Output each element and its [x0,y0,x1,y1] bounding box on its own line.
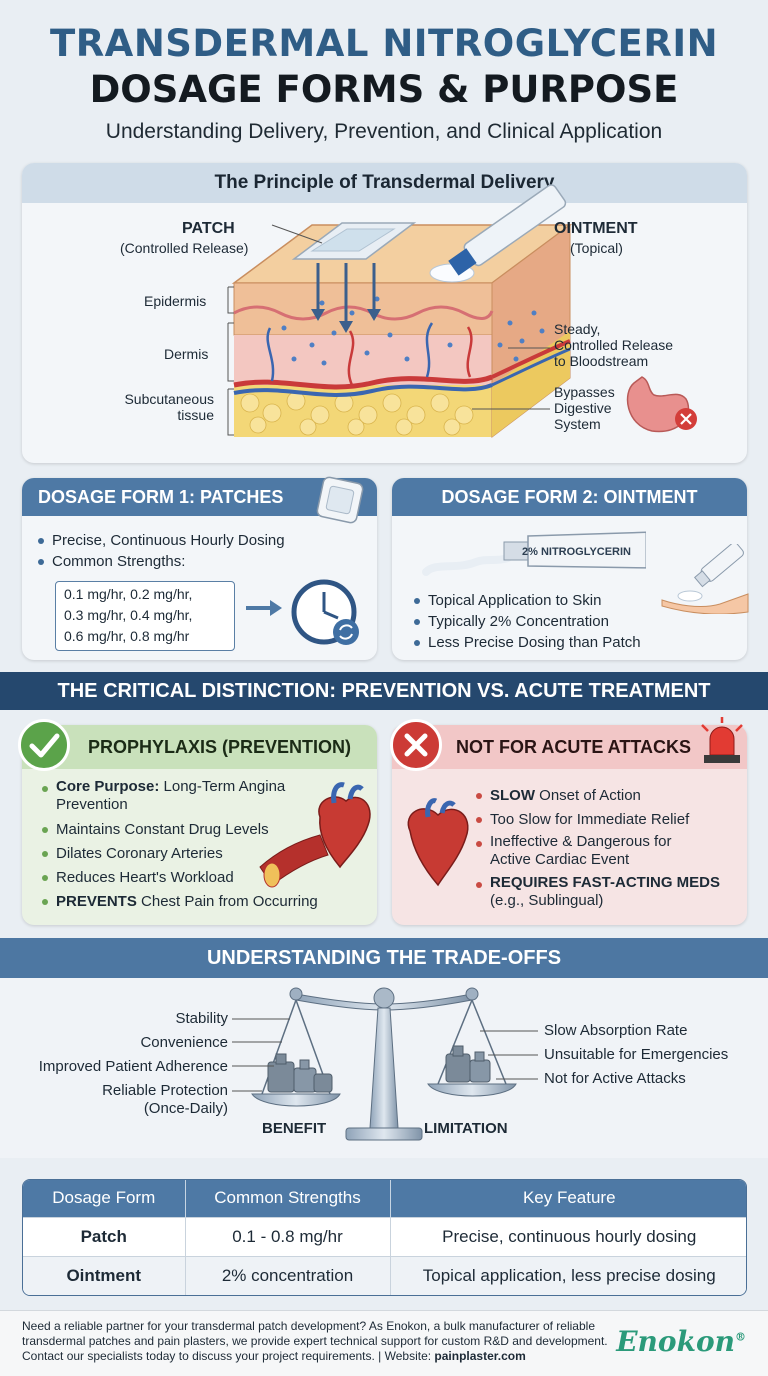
tradeoffs-banner: UNDERSTANDING THE TRADE-OFFS [0,938,768,978]
controlled-release-label: Steady, Controlled Release to Bloodstrea… [554,321,674,369]
form2-heading: DOSAGE FORM 2: OINTMENT [392,478,747,516]
list-item: Common Strengths: [36,551,285,572]
page-subtitle: Understanding Delivery, Prevention, and … [105,120,663,143]
benefit-item: Improved Patient Adherence [38,1058,228,1075]
tradeoffs-section: Stability Convenience Improved Patient A… [0,978,768,1158]
limitation-item: Not for Active Attacks [544,1070,686,1087]
comparison-table: Dosage Form Common Strengths Key Feature… [22,1179,747,1296]
siren-icon [701,717,743,763]
benefit-label: BENEFIT [262,1120,327,1137]
page-title-line2: DOSAGE FORMS & PURPOSE [89,68,679,111]
footer: Need a reliable partner for your transde… [0,1310,768,1376]
form2-bullets: Topical Application to Skin Typically 2%… [412,590,641,653]
table-cell: Ointment [23,1255,186,1295]
table-cell: Patch [23,1216,186,1256]
table-header: Dosage Form [23,1180,186,1217]
prophylaxis-heading: PROPHYLAXIS (PREVENTION) [22,725,377,769]
ointment-label: OINTMENT [554,220,638,237]
patch-icon [316,476,364,524]
list-item: Topical Application to Skin [412,590,641,611]
list-item: Less Precise Dosing than Patch [412,632,641,653]
heart-artery-icon [259,782,371,888]
table-cell: Topical application, less precise dosing [390,1255,746,1295]
acute-heading: NOT FOR ACUTE ATTACKS [392,725,747,769]
limitation-label: LIMITATION [424,1120,508,1137]
strengths-box: 0.1 mg/hr, 0.2 mg/hr, 0.3 mg/hr, 0.4 mg/… [55,581,235,651]
distinction-banner: THE CRITICAL DISTINCTION: PREVENTION VS.… [0,672,768,710]
epidermis-label: Epidermis [144,293,207,309]
balance-scale-illustration [232,987,538,1141]
table-cell: Precise, continuous hourly dosing [390,1216,746,1256]
table-row: Patch 0.1 - 0.8 mg/hr Precise, continuou… [23,1216,746,1256]
list-item: Precise, Continuous Hourly Dosing [36,530,285,551]
list-item: Typically 2% Concentration [412,611,641,632]
tube-label: 2% NITROGLYCERIN [522,546,632,558]
acute-warning-panel: NOT FOR ACUTE ATTACKS SLOW Onset of Acti… [390,717,747,925]
list-item: SLOW Onset of Action [474,785,744,806]
benefit-item: Stability [175,1010,228,1027]
x-mark-icon [390,719,442,771]
principle-heading: The Principle of Transdermal Delivery [22,163,747,203]
ointment-sublabel: (Topical) [570,240,623,256]
prophylaxis-panel: PROPHYLAXIS (PREVENTION) Core Purpose: L… [18,719,377,925]
benefit-item: Reliable Protection [102,1082,228,1099]
dermis-label: Dermis [164,346,209,362]
ointment-tube-icon [422,531,646,576]
list-item: Reduces Heart's Workload [40,867,320,888]
table-cell: 2% concentration [185,1255,391,1295]
stomach-icon [626,376,697,433]
limitation-item: Unsuitable for Emergencies [544,1046,729,1063]
principle-panel: The Principle of Transdermal Delivery [22,163,747,463]
check-icon [18,719,70,771]
benefit-item: (Once-Daily) [143,1100,228,1117]
table-header: Common Strengths [185,1180,391,1217]
list-item: Dilates Coronary Arteries [40,843,320,864]
arrow-right-icon [246,600,282,616]
list-item: REQUIRES FAST-ACTING MEDS(e.g., Sublingu… [474,874,744,910]
skin-cross-section-illustration [227,184,697,439]
acute-bullets: SLOW Onset of Action Too Slow for Immedi… [474,785,744,910]
hand-with-tube-icon [661,544,749,614]
list-item: PREVENTS Chest Pain from Occurring [40,891,320,912]
patch-label: PATCH [182,220,235,237]
limitation-item: Slow Absorption Rate [544,1022,688,1039]
patch-sublabel: (Controlled Release) [120,240,249,256]
footer-text: Need a reliable partner for your transde… [22,1319,608,1363]
dosage-form-ointment-panel: DOSAGE FORM 2: OINTMENT 2% NITROGLYCERIN… [392,478,749,660]
website-link[interactable]: painplaster.com [434,1349,526,1363]
brand-logo: Enokon® [616,1325,746,1358]
heart-icon [407,798,469,887]
table-header: Key Feature [390,1180,746,1217]
page-title-line1: TRANSDERMAL NITROGLYCERIN [49,22,719,65]
list-item: Maintains Constant Drug Levels [40,819,320,840]
clock-icon [291,579,359,645]
table-row: Ointment 2% concentration Topical applic… [23,1255,746,1295]
subcutaneous-label: Subcutaneous tissue [124,391,214,423]
bypass-label: Bypasses Digestive System [554,384,615,432]
table-cell: 0.1 - 0.8 mg/hr [185,1216,391,1256]
benefit-item: Convenience [140,1034,228,1051]
form1-bullets: Precise, Continuous Hourly Dosing Common… [36,530,285,572]
list-item: Too Slow for Immediate Relief [474,809,744,830]
